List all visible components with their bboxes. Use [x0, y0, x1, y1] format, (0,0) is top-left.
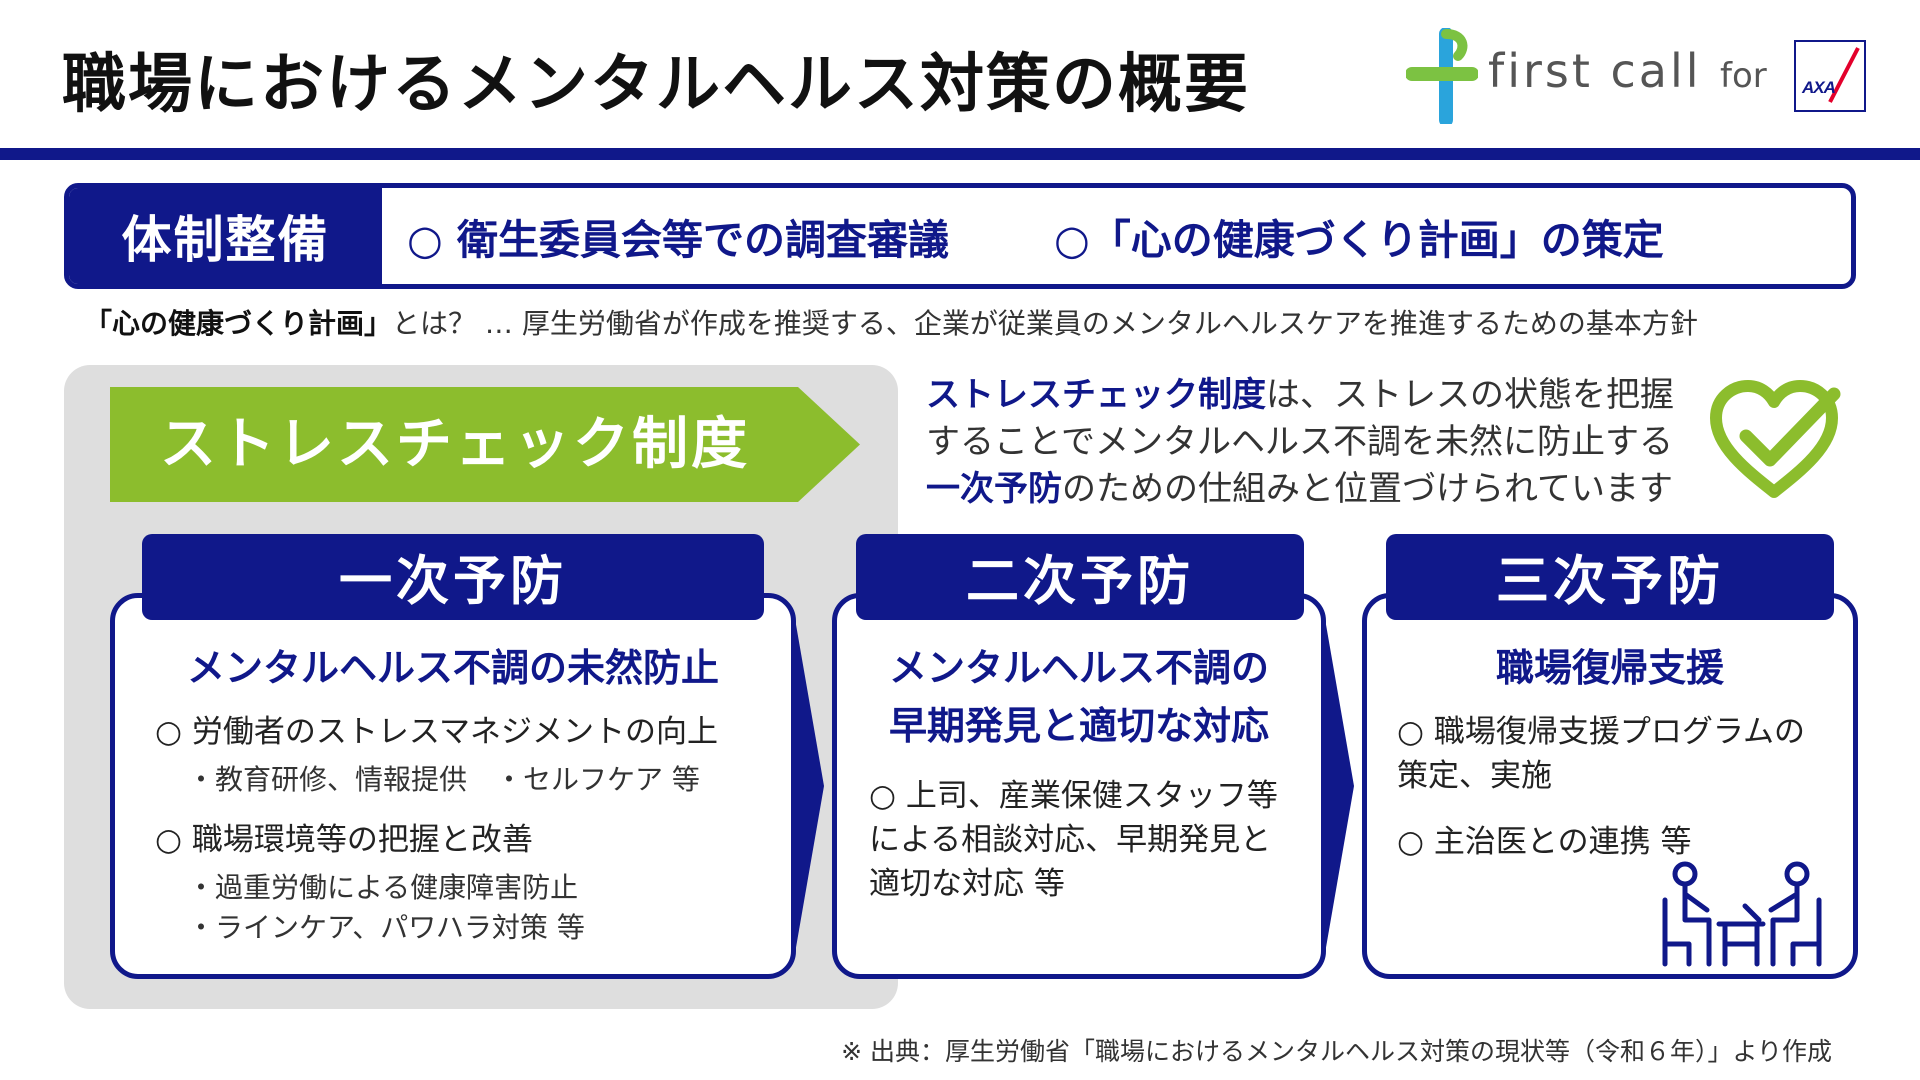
- tab-secondary-prevention: 二次予防: [856, 534, 1304, 620]
- primary-line-1: ○ 労働者のストレスマネジメントの向上: [155, 714, 718, 750]
- brand-logo: first call for AXA: [1402, 26, 1872, 126]
- primary-line-2: ・教育研修、情報提供 ・セルフケア 等: [187, 763, 700, 796]
- plan-definition-note: 「心の健康づくり計画」とは？ … 厚生労働省が作成を推奨する、企業が従業員のメン…: [84, 302, 1698, 342]
- secondary-heading-2: 早期発見と適切な対応: [888, 704, 1269, 748]
- page-title: 職場におけるメンタルヘルス対策の概要: [62, 48, 1250, 122]
- axa-logo: AXA: [1794, 40, 1866, 112]
- tab-primary-prevention: 一次予防: [142, 534, 764, 620]
- brand-name: first call: [1488, 44, 1702, 98]
- primary-heading: メンタルヘルス不調の未然防止: [186, 646, 719, 690]
- setup-item-plan: ○「心の健康づくり計画」の策定: [1054, 216, 1664, 264]
- stress-check-banner-label: ストレスチェック制度: [160, 412, 750, 477]
- tertiary-line-3: ○ 主治医との連携 等: [1397, 824, 1692, 860]
- tab-tertiary-prevention: 三次予防: [1386, 534, 1834, 620]
- primary-line-3: ○ 職場環境等の把握と改善: [155, 822, 533, 858]
- source-citation: ※ 出典：厚生労働省「職場におけるメンタルヘルス対策の現状等（令和６年）」より作…: [841, 1037, 1832, 1066]
- note-term: 「心の健康づくり計画」: [84, 307, 393, 340]
- consultation-icon: [1662, 861, 1822, 967]
- secondary-line-3: 適切な対応 等: [869, 866, 1065, 902]
- desc-part-2: することでメンタルヘルス不調を未然に防止する: [926, 422, 1673, 462]
- tertiary-line-2: 策定、実施: [1397, 758, 1552, 794]
- note-text: とは？ … 厚生労働省が作成を推奨する、企業が従業員のメンタルヘルスケアを推進す…: [392, 307, 1698, 340]
- banner-arrow-shape: [110, 387, 860, 502]
- chevron-right-icon: [1324, 613, 1354, 959]
- primary-prevention-box: メンタルヘルス不調の未然防止 ○ 労働者のストレスマネジメントの向上 ・教育研修…: [110, 593, 796, 979]
- heart-check-icon: [1710, 380, 1841, 498]
- brand-for: for: [1720, 56, 1767, 96]
- tertiary-line-1: ○ 職場復帰支援プログラムの: [1397, 714, 1805, 750]
- desc-highlight-system: ストレスチェック制度: [926, 375, 1266, 415]
- setup-item-committee: ○ 衛生委員会等での調査審議: [407, 216, 950, 264]
- stress-check-description: ストレスチェック制度は、ストレスの状態を把握 することでメンタルヘルス不調を未然…: [926, 372, 1706, 513]
- primary-line-5: ・ラインケア、パワハラ対策 等: [187, 911, 585, 944]
- axa-logo-text: AXA: [1802, 78, 1836, 97]
- secondary-line-2: による相談対応、早期発見と: [869, 822, 1272, 858]
- axa-slash-icon: [1828, 47, 1860, 103]
- secondary-prevention-box: メンタルヘルス不調の 早期発見と適切な対応 ○ 上司、産業保健スタッフ等 による…: [832, 593, 1326, 979]
- tertiary-heading: 職場復帰支援: [1495, 646, 1724, 690]
- secondary-heading-1: メンタルヘルス不調の: [888, 646, 1269, 690]
- secondary-line-1: ○ 上司、産業保健スタッフ等: [869, 778, 1278, 814]
- primary-line-4: ・過重労働による健康障害防止: [187, 871, 579, 904]
- setup-label: 体制整備: [69, 188, 382, 284]
- chevron-right-icon: [794, 613, 824, 959]
- tertiary-prevention-box: 職場復帰支援 ○ 職場復帰支援プログラムの 策定、実施 ○ 主治医との連携 等: [1362, 593, 1858, 979]
- header-divider: [0, 148, 1920, 160]
- stress-check-banner: ストレスチェック制度: [110, 387, 860, 502]
- desc-highlight-primary: 一次予防: [926, 469, 1062, 509]
- desc-part-1: は、ストレスの状態を把握: [1266, 375, 1674, 415]
- desc-part-3: のための仕組みと位置づけられています: [1062, 469, 1673, 509]
- setup-bar: 体制整備 ○ 衛生委員会等での調査審議 ○「心の健康づくり計画」の策定: [64, 183, 1856, 289]
- plus-logo-icon: [1406, 28, 1478, 124]
